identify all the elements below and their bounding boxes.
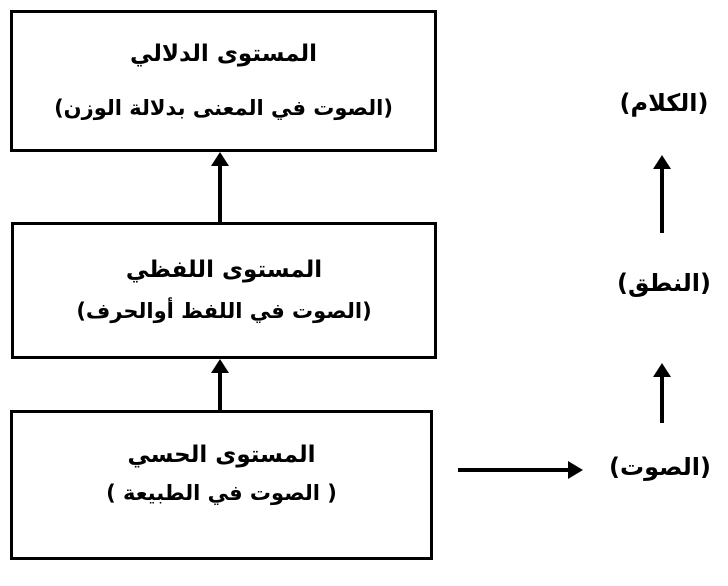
arrow-head — [568, 461, 583, 479]
arrow-shaft — [660, 377, 664, 423]
arrow-shaft — [458, 468, 568, 472]
arrow-shaft — [218, 373, 222, 411]
box-sensory-subtitle: ( الصوت في الطبيعة ) — [106, 481, 337, 506]
arrow-head — [211, 359, 229, 373]
side-label-speech: (الكلام) — [619, 89, 709, 117]
up-arrow-pronunciation-to-speech-icon — [653, 155, 671, 233]
up-arrow-sensory-to-verbal-icon — [211, 359, 229, 411]
box-semantic-level: المستوى الدلالي (الصوت في المعنى بدلالة … — [10, 10, 437, 152]
up-arrow-verbal-to-semantic-icon — [211, 152, 229, 222]
arrow-head — [211, 152, 229, 166]
box-verbal-title: المستوى اللفظي — [125, 257, 323, 284]
box-sensory-level: المستوى الحسي ( الصوت في الطبيعة ) — [10, 410, 433, 560]
right-arrow-sensory-to-sound-icon — [458, 461, 583, 479]
box-verbal-level: المستوى اللفظي (الصوت في اللفظ أوالحرف) — [11, 222, 437, 359]
box-sensory-title: المستوى الحسي — [127, 441, 316, 468]
arrow-head — [653, 363, 671, 377]
box-semantic-subtitle: (الصوت في المعنى بدلالة الوزن) — [54, 96, 393, 121]
up-arrow-sound-to-pronunciation-icon — [653, 363, 671, 423]
box-verbal-subtitle: (الصوت في اللفظ أوالحرف) — [76, 298, 372, 323]
arrow-head — [653, 155, 671, 169]
side-label-pronunciation: (النطق) — [617, 269, 711, 297]
side-label-sound: (الصوت) — [609, 453, 711, 481]
box-semantic-title: المستوى الدلالي — [129, 40, 318, 67]
arrow-shaft — [218, 166, 222, 222]
arrow-shaft — [660, 169, 664, 233]
